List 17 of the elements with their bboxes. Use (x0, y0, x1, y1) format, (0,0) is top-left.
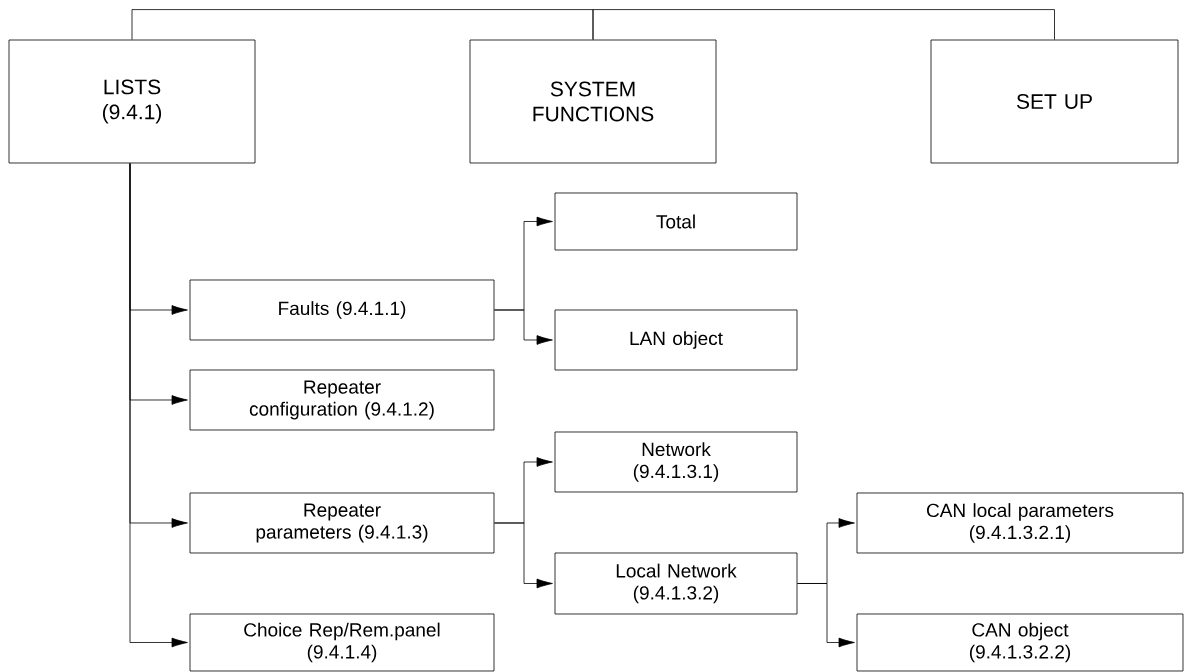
menu-box: Network (9.4.1.3.1) (554, 431, 798, 493)
menu-box: Choice Rep/Rem.panel (9.4.1.4) (189, 613, 495, 672)
menu-box: Faults (9.4.1.1) (189, 279, 495, 341)
menu-box: LAN object (554, 309, 798, 371)
menu-box: Total (554, 192, 798, 251)
connector-arrow (129, 163, 188, 648)
menu-box: Local Network (9.4.1.3.2) (554, 552, 798, 615)
menu-box: Repeater configuration (9.4.1.2) (189, 369, 495, 431)
menu-box: LISTS (9.4.1) (8, 39, 256, 164)
menu-box: SYSTEM FUNCTIONS (469, 39, 717, 164)
connector-arrow (494, 522, 553, 589)
menu-box: Repeater parameters (9.4.1.3) (189, 492, 495, 554)
menu-box: CAN local parameters (9.4.1.3.2.1) (856, 492, 1184, 554)
menu-box: SET UP (930, 39, 1179, 164)
menu-box: CAN object (9.4.1.3.2.2) (856, 613, 1184, 672)
connector-arrow (494, 309, 553, 345)
connector-arrow (797, 583, 855, 648)
